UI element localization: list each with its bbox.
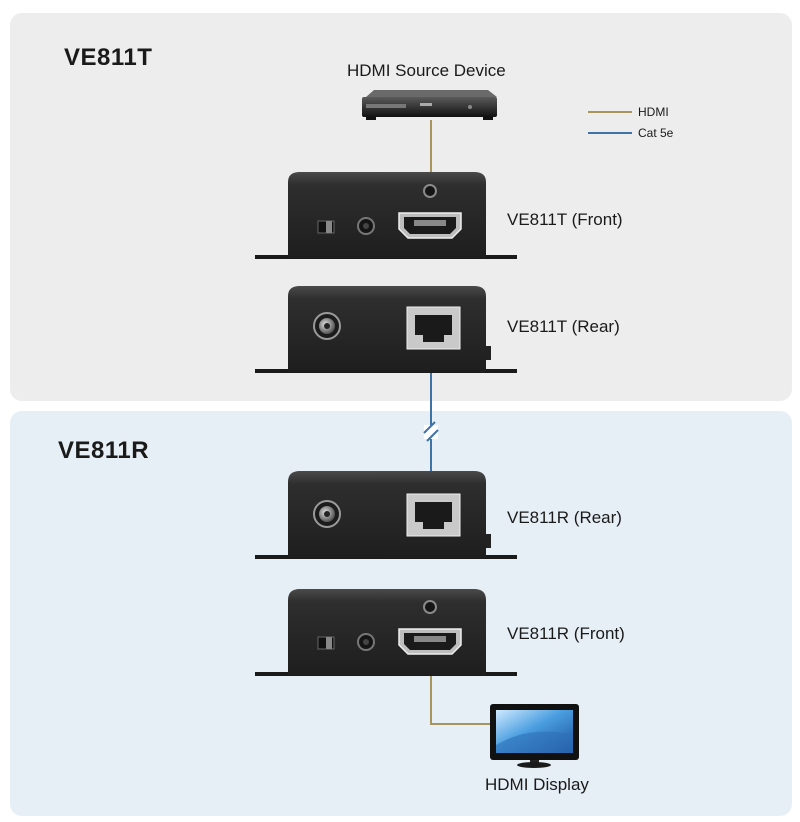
hdmi-cable-display	[430, 668, 494, 725]
ve811r-rear-device	[255, 471, 517, 559]
receiver-title: VE811R	[58, 437, 150, 464]
tx-front-label: VE811T (Front)	[507, 210, 623, 229]
source-device-label: HDMI Source Device	[347, 61, 506, 80]
tx-rear-label: VE811T (Rear)	[507, 317, 620, 336]
ve811r-front-device	[255, 589, 517, 676]
hdmi-display-icon	[490, 704, 579, 768]
rx-rear-label: VE811R (Rear)	[507, 508, 622, 527]
ve811t-front-device	[255, 172, 517, 259]
display-label: HDMI Display	[485, 775, 589, 794]
transmitter-title: VE811T	[64, 44, 153, 71]
rx-front-label: VE811R (Front)	[507, 624, 625, 643]
legend-cat5e-label: Cat 5e	[638, 126, 674, 140]
cable-break-mark	[423, 421, 439, 442]
ve811t-rear-device	[255, 286, 517, 373]
legend-hdmi-label: HDMI	[638, 105, 669, 119]
hdmi-source-device-icon	[362, 90, 497, 120]
